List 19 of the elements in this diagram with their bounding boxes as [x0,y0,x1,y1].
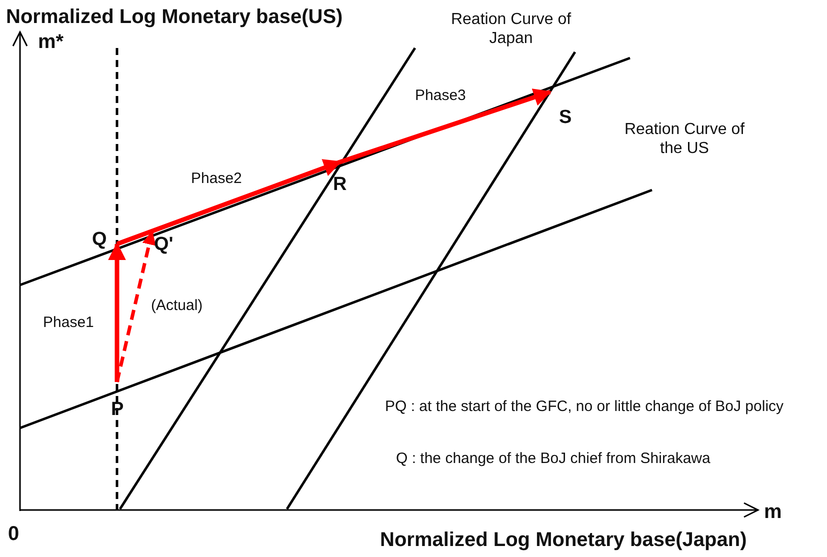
arrow [115,230,156,382]
arrow [339,88,552,164]
point-label: S [550,92,572,130]
edge-label: (Actual) [150,297,204,315]
note-text: Q : the change of the BoJ chief from Shirakawa [396,450,710,468]
note-text: PQ : at the start of the GFC, no or little change of BoJ policy [385,398,785,416]
arrow [108,242,126,382]
curve-label: Reation Curve of Japan [450,10,572,48]
axis-title: Normalized Log Monetary base(Japan) [380,528,747,552]
point-label: R [331,162,353,196]
point-label: P [109,382,127,420]
point-label: Q' [152,232,178,256]
axis-label: m [764,500,782,524]
origin-label: 0 [8,522,20,546]
point-label: Q [90,230,117,252]
axis-title: Normalized Log Monetary base(US) [6,5,343,29]
curve-label: Reation Curve of the US [623,120,746,158]
axis-label: m* [38,30,64,54]
arrow [116,159,342,246]
